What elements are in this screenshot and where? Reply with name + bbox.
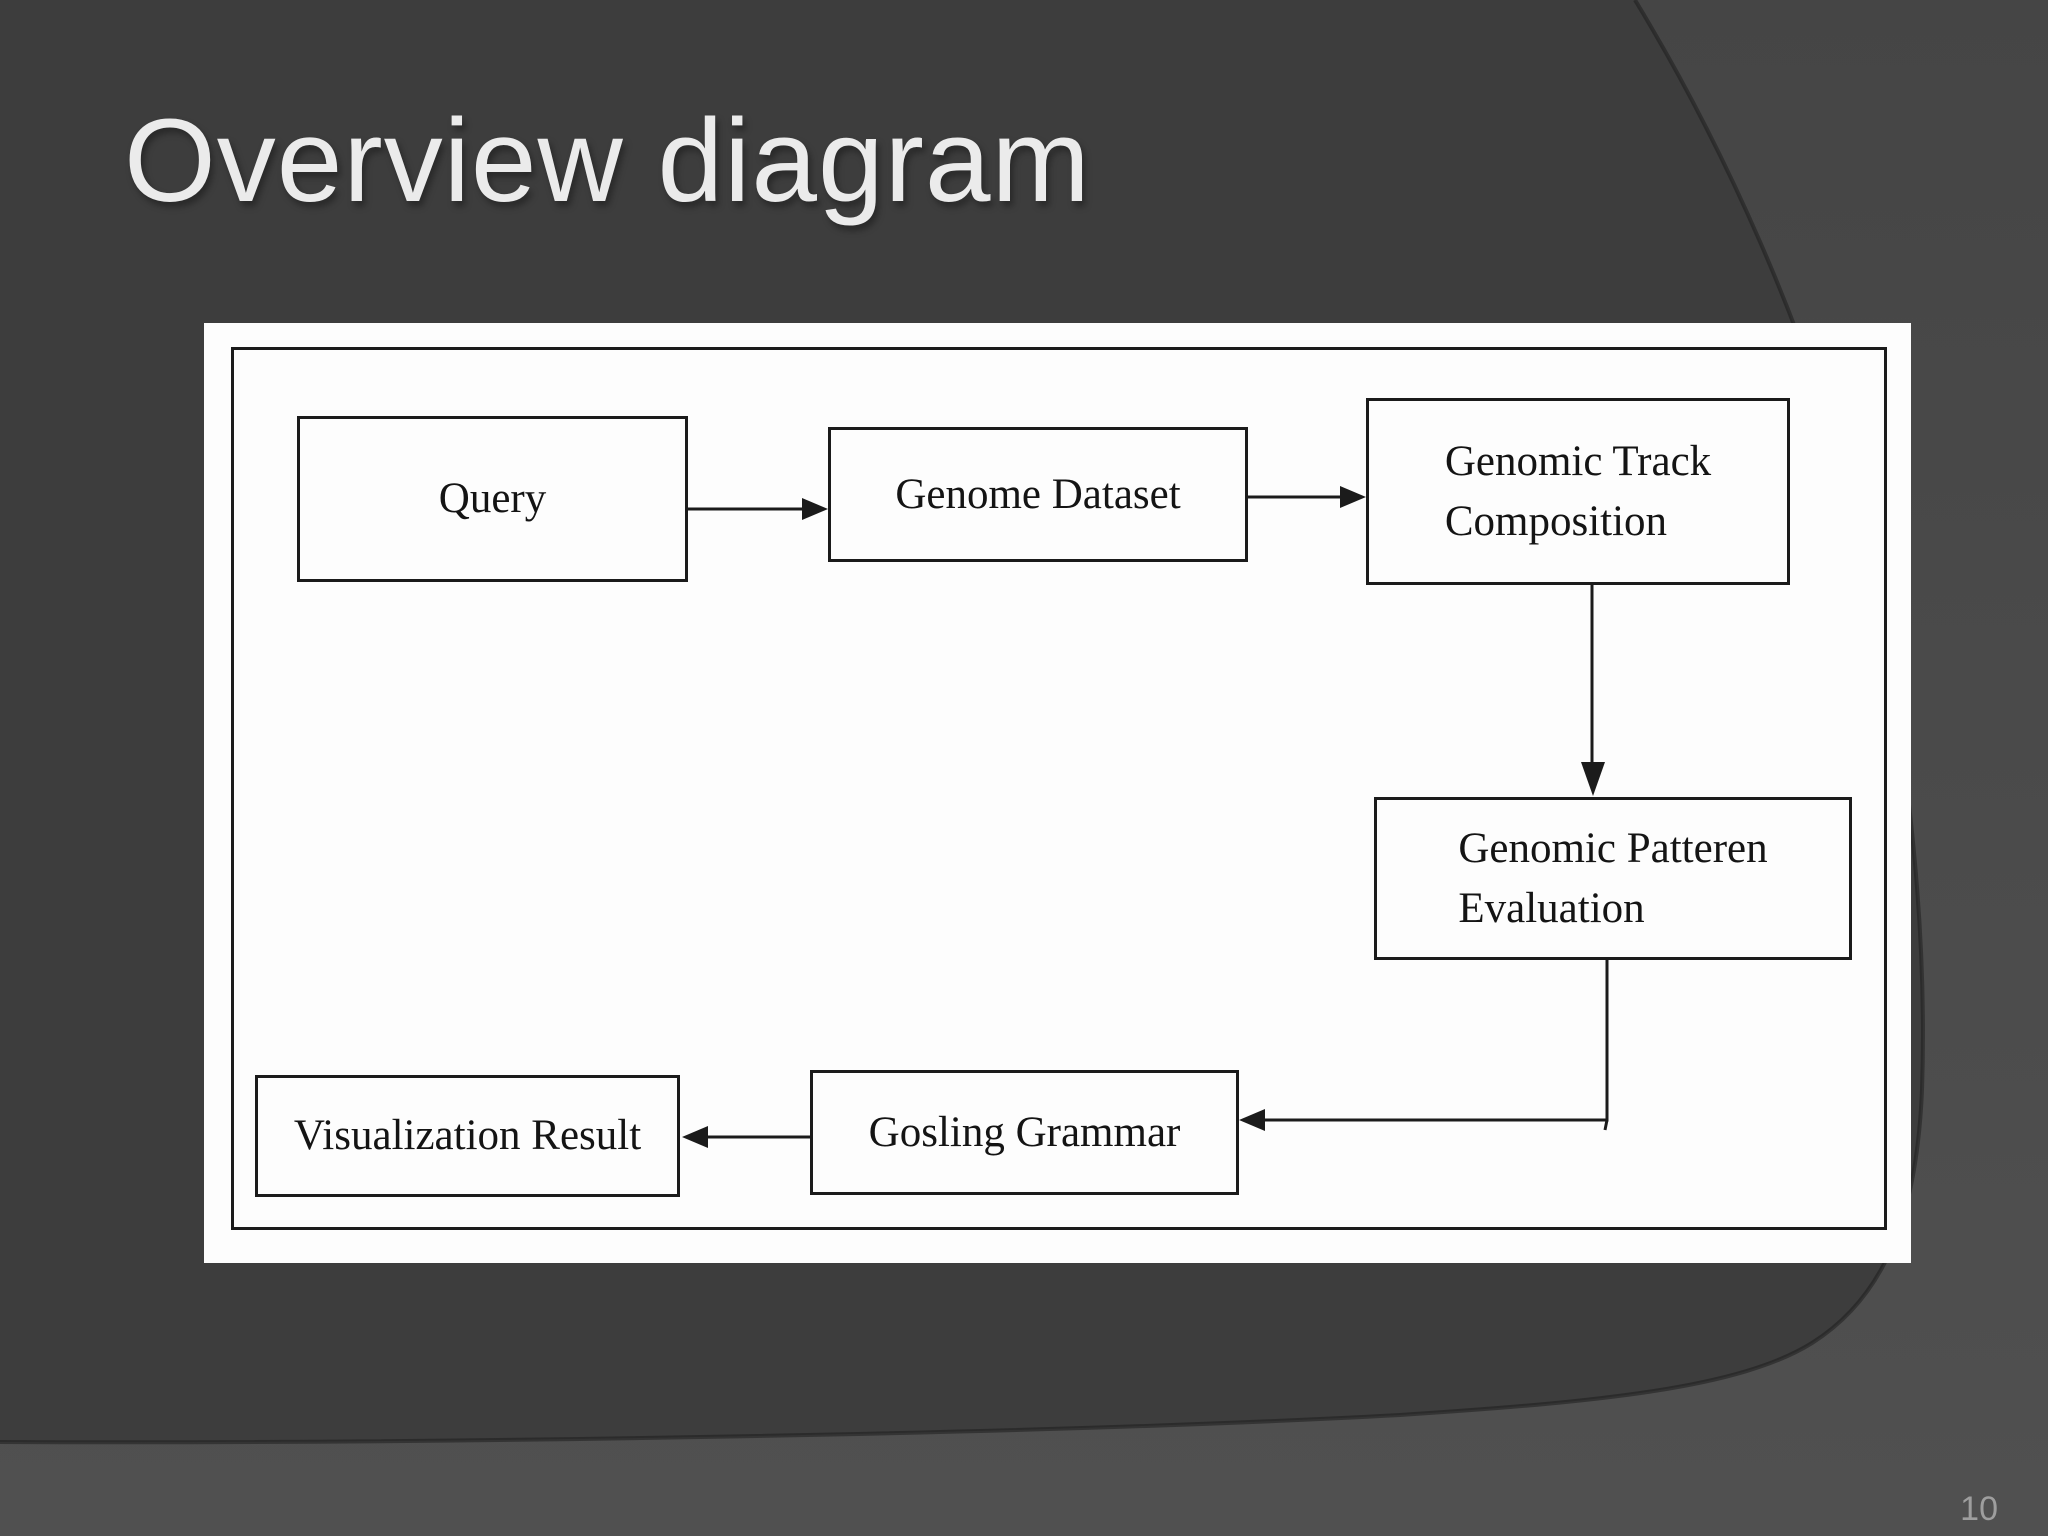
node-gosling-grammar: Gosling Grammar [810, 1070, 1239, 1195]
connector-gosling-grammar-to-visualization-result [682, 1126, 810, 1148]
diagram-inner-border [231, 347, 1887, 1230]
arrowhead-left-icon [1239, 1109, 1265, 1131]
diagram-panel: Query Genome Dataset Genomic Track Compo… [204, 323, 1911, 1263]
node-query: Query [297, 416, 688, 582]
connector-query-to-genome-dataset [688, 498, 828, 520]
node-genome-dataset: Genome Dataset [828, 427, 1248, 562]
node-label: Visualization Result [293, 1112, 642, 1160]
node-genomic-patteren-evaluation: Genomic Patteren Evaluation [1374, 797, 1852, 960]
arrowhead-left-icon [682, 1126, 708, 1148]
node-visualization-result: Visualization Result [255, 1075, 680, 1197]
node-label: Gosling Grammar [868, 1108, 1181, 1156]
node-label: Genomic Track Composition [1444, 438, 1712, 545]
arrowhead-down-icon [1581, 762, 1605, 796]
page-number: 10 [1960, 1490, 1998, 1528]
connector-genomic-patteren-evaluation-to-gosling-grammar [1239, 960, 1609, 1131]
slide-title: Overview diagram [124, 95, 1091, 227]
node-label: Query [438, 475, 547, 523]
connector-genome-dataset-to-genomic-track-composition [1248, 486, 1366, 508]
node-genomic-track-composition: Genomic Track Composition [1366, 398, 1790, 585]
node-label: Genome Dataset [895, 470, 1181, 518]
connectors-layer [682, 486, 1609, 1148]
node-label: Genomic Patteren Evaluation [1458, 825, 1768, 932]
connector-genomic-track-composition-to-genomic-patteren-evaluation [1581, 585, 1605, 796]
arrowhead-right-icon [1340, 486, 1366, 508]
arrowhead-right-icon [802, 498, 828, 520]
